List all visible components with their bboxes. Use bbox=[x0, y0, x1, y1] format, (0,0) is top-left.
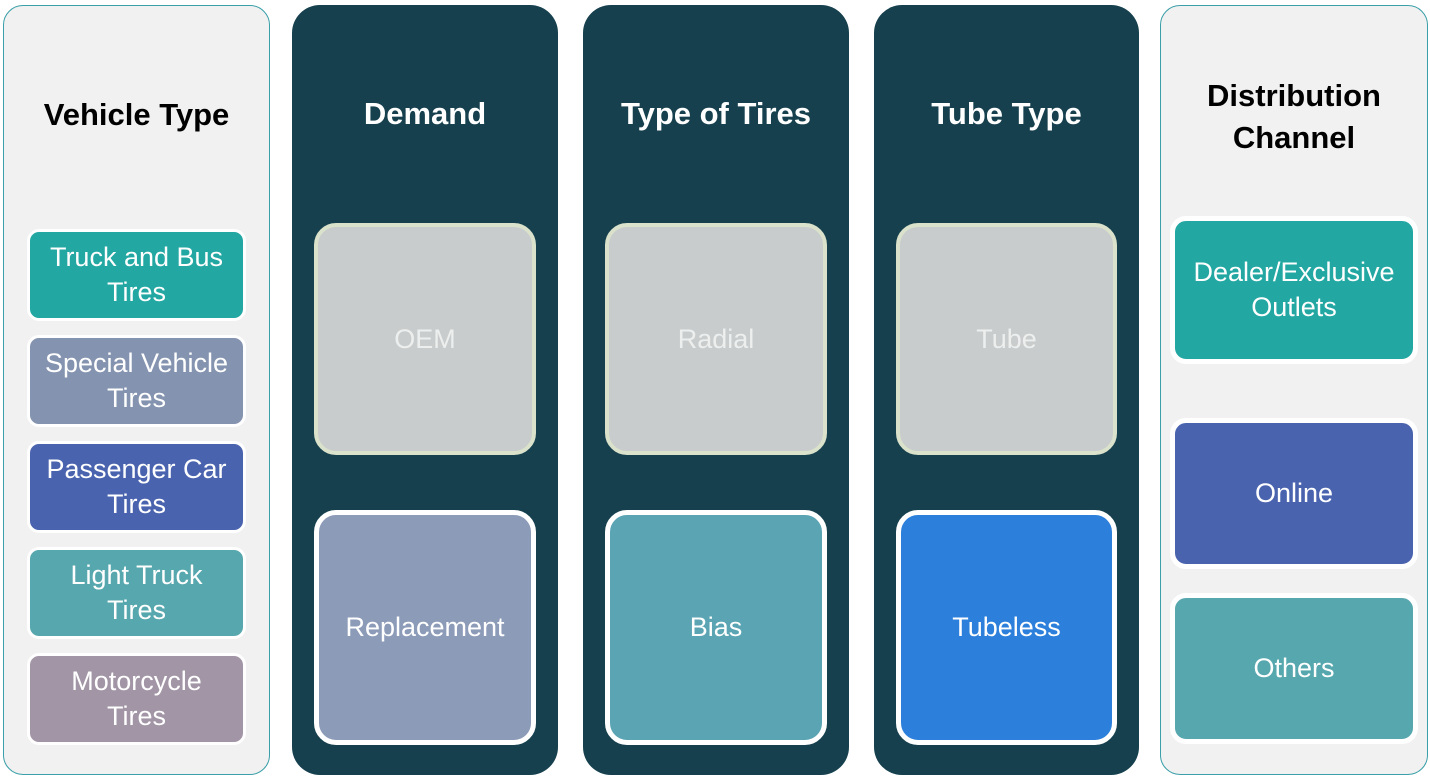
column-title-vehicle-type: Vehicle Type bbox=[43, 97, 230, 133]
column-vehicle-type: Vehicle Type Truck and Bus Tires Special… bbox=[3, 5, 270, 775]
column-title-tube-type: Tube Type bbox=[931, 96, 1082, 132]
segment-box-truck-and-bus-tires: Truck and Bus Tires bbox=[27, 229, 246, 321]
segment-box-radial: Radial bbox=[605, 223, 827, 455]
segment-label: Passenger Car Tires bbox=[46, 454, 227, 519]
column-title-distribution-channel: Distribution Channel bbox=[1207, 77, 1381, 155]
segment-label: Special Vehicle Tires bbox=[44, 348, 229, 413]
column-title-type-of-tires: Type of Tires bbox=[620, 96, 812, 132]
segment-label: Radial bbox=[677, 323, 755, 354]
segment-box-tube: Tube bbox=[896, 223, 1117, 455]
segment-label: Online bbox=[1254, 478, 1334, 509]
segment-label: Light Truck Tires bbox=[70, 560, 203, 625]
segment-label: Replacement bbox=[345, 612, 505, 643]
segment-box-tubeless: Tubeless bbox=[896, 510, 1117, 745]
segment-label: Dealer/Exclusive Outlets bbox=[1193, 257, 1395, 322]
distribution-channel-items: Dealer/Exclusive Outlets Online Others bbox=[1161, 211, 1427, 744]
column-tube-type: Tube Type Tube Tubeless bbox=[874, 5, 1139, 775]
segment-label: Bias bbox=[689, 612, 743, 643]
segment-label: Tube bbox=[976, 323, 1037, 354]
column-title-demand: Demand bbox=[363, 96, 487, 132]
column-type-of-tires: Type of Tires Radial Bias bbox=[583, 5, 849, 775]
column-distribution-channel: Distribution Channel Dealer/Exclusive Ou… bbox=[1160, 5, 1428, 775]
segment-label: Truck and Bus Tires bbox=[49, 242, 224, 307]
segment-box-dealer-exclusive-outlets: Dealer/Exclusive Outlets bbox=[1170, 216, 1418, 364]
segment-box-bias: Bias bbox=[605, 510, 827, 745]
segment-label: OEM bbox=[394, 323, 456, 354]
segment-label: Motorcycle Tires bbox=[71, 666, 202, 731]
demand-items: OEM Replacement bbox=[292, 223, 558, 745]
segment-box-motorcycle-tires: Motorcycle Tires bbox=[27, 653, 246, 745]
tube-type-items: Tube Tubeless bbox=[874, 223, 1139, 745]
segment-box-others: Others bbox=[1170, 593, 1418, 744]
segment-box-online: Online bbox=[1170, 418, 1418, 569]
segment-box-light-truck-tires: Light Truck Tires bbox=[27, 547, 246, 639]
column-demand: Demand OEM Replacement bbox=[292, 5, 558, 775]
segment-label: Tubeless bbox=[952, 612, 1061, 643]
segment-box-special-vehicle-tires: Special Vehicle Tires bbox=[27, 335, 246, 427]
segment-box-replacement: Replacement bbox=[314, 510, 536, 745]
segment-box-passenger-car-tires: Passenger Car Tires bbox=[27, 441, 246, 533]
type-of-tires-items: Radial Bias bbox=[583, 223, 849, 745]
segment-box-oem: OEM bbox=[314, 223, 536, 455]
segment-label: Others bbox=[1253, 653, 1335, 684]
vehicle-type-items: Truck and Bus Tires Special Vehicle Tire… bbox=[4, 224, 269, 745]
